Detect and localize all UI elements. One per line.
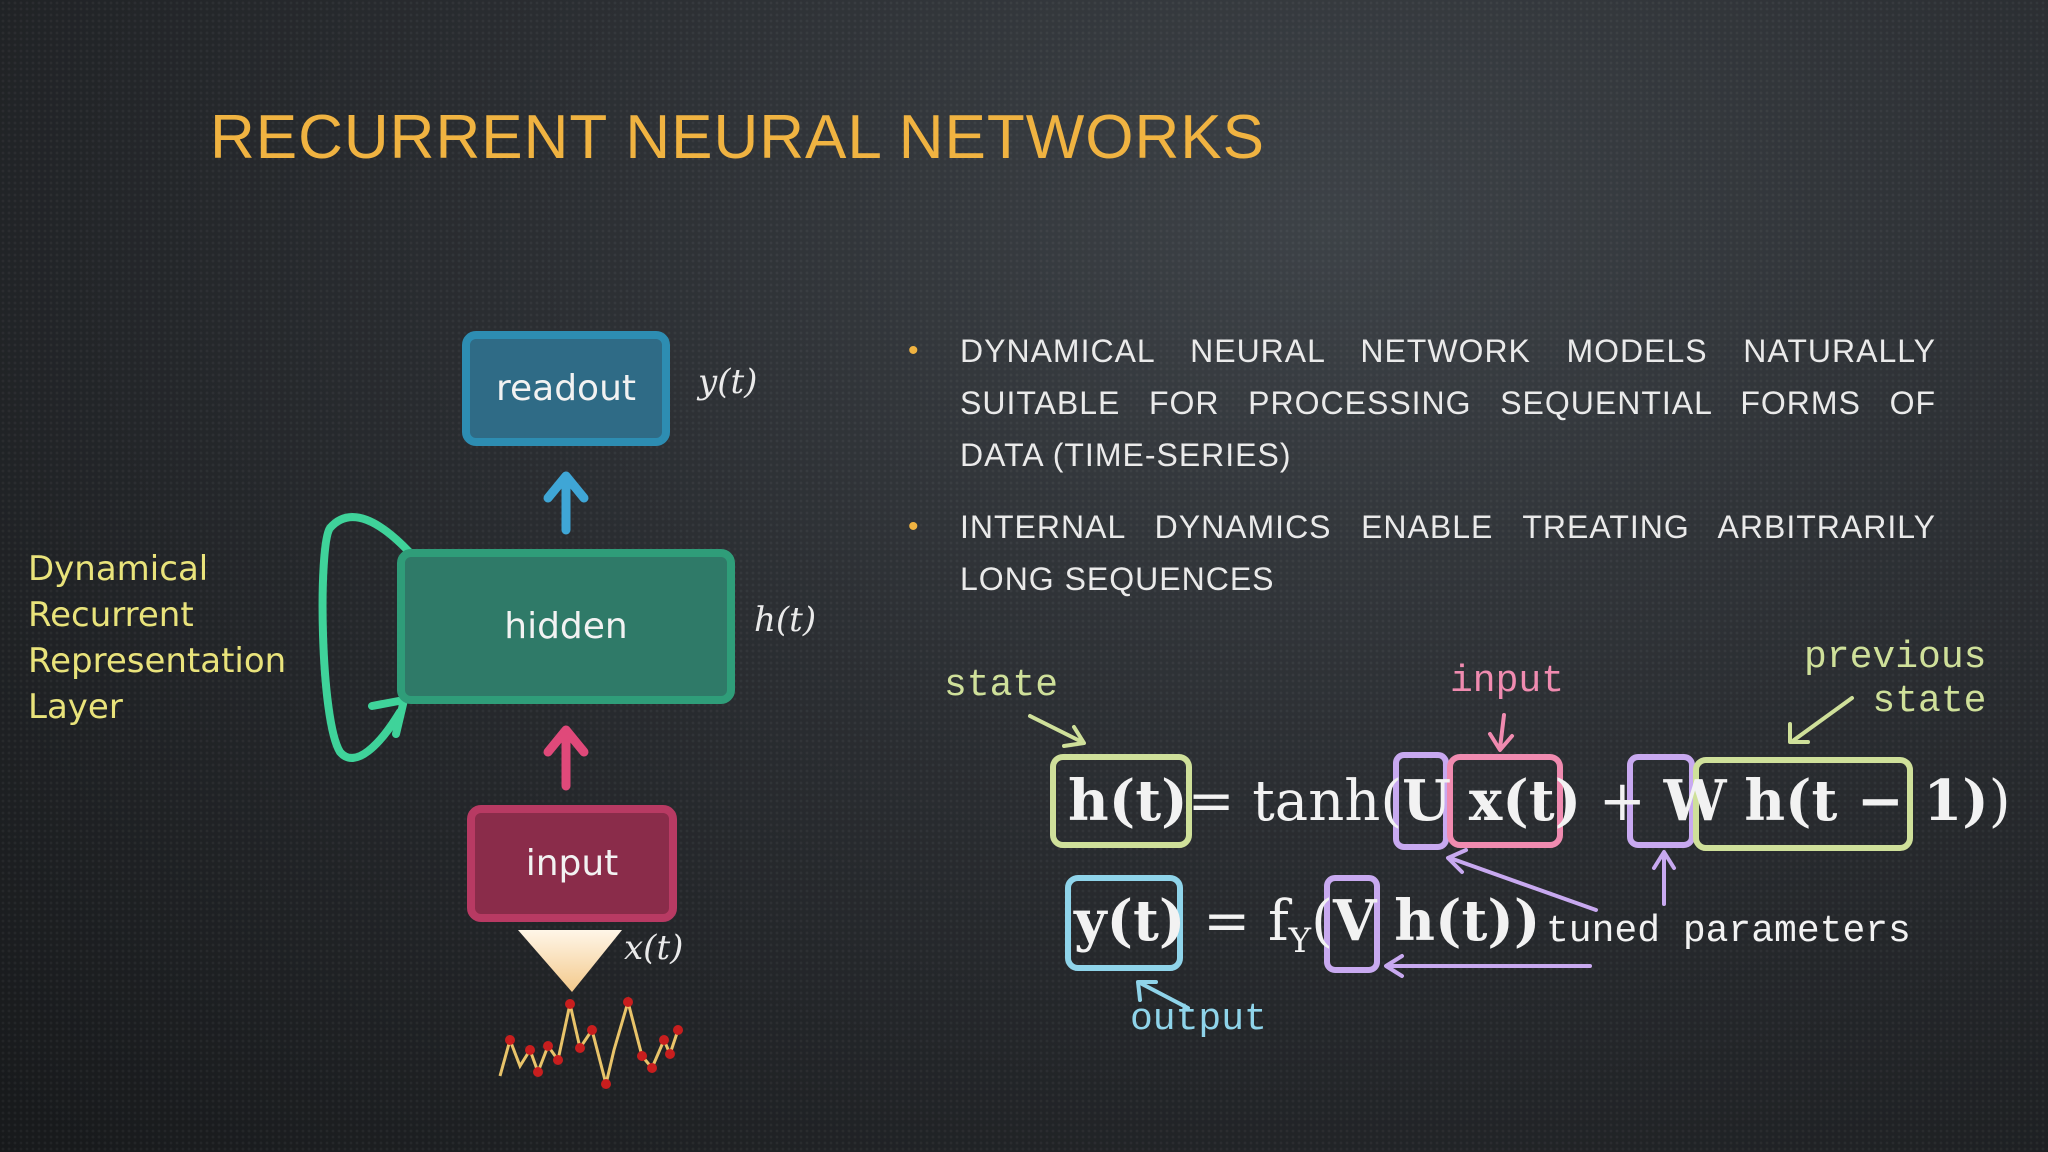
eq-close-paren: ) bbox=[1988, 769, 2011, 834]
eq-x-t: x(t) bbox=[1468, 768, 1582, 834]
bullet-list: • Dynamical Neural Network models natura… bbox=[908, 325, 1936, 625]
state-equation: h(t)= tanh(U x(t) + W h(t − 1)) bbox=[1068, 766, 2011, 837]
state-box bbox=[1050, 754, 1192, 848]
eq-plus: + bbox=[1598, 769, 1646, 834]
eq-f-subscript: Y bbox=[1288, 921, 1312, 962]
eq-W: W bbox=[1663, 768, 1727, 834]
eq-U: U bbox=[1402, 768, 1452, 834]
U-box bbox=[1393, 752, 1449, 850]
state-annotation: state bbox=[944, 664, 1059, 707]
recurrent-loop-arrow bbox=[318, 513, 417, 762]
V-box bbox=[1324, 875, 1380, 973]
eq-open-paren: ( bbox=[1311, 889, 1333, 954]
time-series-points bbox=[505, 997, 683, 1089]
eq-h-t-minus-1: h(t − 1) bbox=[1744, 768, 1989, 834]
hidden-symbol: h(t) bbox=[754, 600, 817, 640]
hidden-node: hidden bbox=[397, 549, 735, 704]
slide-title: RECURRENT NEURAL NETWORKS bbox=[210, 103, 1265, 172]
eq-y-t: y(t) bbox=[1074, 888, 1186, 954]
tuned-parameters-annotation: tuned parameters bbox=[1546, 910, 1911, 953]
output-equation: y(t) = fY(V h(t)) bbox=[1074, 886, 1540, 976]
bullet-item: • Internal dynamics enable treating arbi… bbox=[908, 501, 1936, 605]
input-box bbox=[1447, 754, 1563, 848]
eq-h-t: h(t) bbox=[1068, 768, 1188, 834]
output-annotation: output bbox=[1130, 998, 1267, 1041]
dynamical-recurrent-layer-label: Dynamical Recurrent Representation Layer bbox=[28, 549, 287, 727]
bullet-dot-icon: • bbox=[908, 334, 920, 367]
output-box bbox=[1065, 875, 1183, 971]
input-annotation: input bbox=[1450, 660, 1565, 703]
eq-V: V bbox=[1332, 888, 1377, 954]
eq-h-t-output: h(t)) bbox=[1394, 888, 1541, 954]
input-node: input bbox=[467, 805, 677, 922]
W-box bbox=[1627, 754, 1695, 848]
readout-node: readout bbox=[462, 331, 670, 446]
input-symbol: x(t) bbox=[624, 928, 684, 968]
previous-state-box bbox=[1693, 757, 1913, 851]
bullet-dot-icon: • bbox=[908, 510, 920, 543]
readout-symbol: y(t) bbox=[698, 362, 758, 402]
eq-tanh: = tanh( bbox=[1187, 769, 1403, 834]
eq-f: = f bbox=[1203, 889, 1289, 954]
input-funnel bbox=[518, 930, 622, 992]
bullet-item: • Dynamical Neural Network models natura… bbox=[908, 325, 1936, 481]
previous-state-annotation: previous state bbox=[1804, 636, 1987, 723]
